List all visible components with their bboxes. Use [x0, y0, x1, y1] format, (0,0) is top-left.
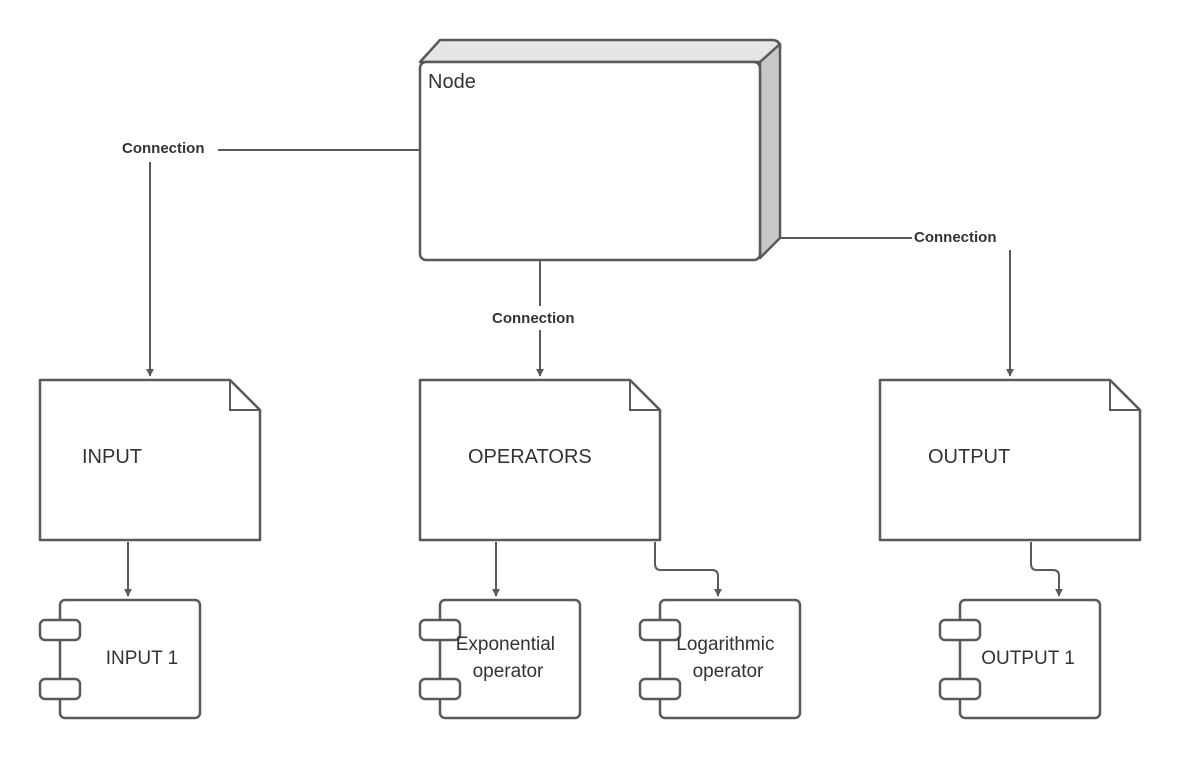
- output-document-label: OUTPUT: [928, 446, 1010, 468]
- component-exponential-line-2: operator: [473, 661, 544, 682]
- node-label: Node: [428, 71, 476, 93]
- component-exponential-operator[interactable]: Exponential operator: [418, 598, 582, 720]
- input-document[interactable]: INPUT: [38, 378, 262, 542]
- component-output1-body: [958, 598, 1102, 720]
- node-top-face: [418, 38, 782, 64]
- component-logarithmic-line-1: Logarithmic: [676, 634, 774, 655]
- component-logarithmic-port-top: [638, 618, 682, 642]
- connection-label-right: Connection: [914, 229, 997, 246]
- input-document-label: INPUT: [82, 446, 142, 468]
- arrow-operators-to-logarithmic[interactable]: [654, 542, 722, 597]
- component-input1[interactable]: INPUT 1: [38, 598, 202, 720]
- node-front-face: [418, 60, 762, 262]
- component-exponential-port-top: [418, 618, 462, 642]
- component-input1-line-1: INPUT 1: [106, 648, 179, 669]
- operators-document[interactable]: OPERATORS: [418, 378, 662, 542]
- component-output1-label: OUTPUT 1: [981, 648, 1075, 669]
- operators-document-shape: [418, 378, 662, 542]
- component-exponential-label: Exponential operator: [456, 634, 561, 682]
- component-output1-line-1: OUTPUT 1: [981, 648, 1075, 669]
- node-box[interactable]: Node: [418, 38, 782, 262]
- output-document[interactable]: OUTPUT: [878, 378, 1142, 542]
- connection-label-left: Connection: [122, 140, 205, 157]
- component-logarithmic-line-2: operator: [693, 661, 764, 682]
- operators-document-fold: [629, 380, 660, 411]
- component-exponential-port-bottom: [418, 677, 462, 701]
- component-input1-port-bottom: [38, 677, 82, 701]
- component-output1-port-bottom: [938, 677, 982, 701]
- connection-label-center: Connection: [492, 310, 575, 327]
- component-logarithmic-port-bottom: [638, 677, 682, 701]
- component-output1[interactable]: OUTPUT 1: [938, 598, 1102, 720]
- component-logarithmic-label: Logarithmic operator: [676, 634, 780, 682]
- component-logarithmic-operator[interactable]: Logarithmic operator: [638, 598, 802, 720]
- node-side-face: [758, 42, 782, 260]
- operators-document-label: OPERATORS: [468, 446, 592, 468]
- component-exponential-body: [438, 598, 582, 720]
- component-output1-port-top: [938, 618, 982, 642]
- output-document-fold: [1109, 380, 1140, 411]
- input-document-fold: [229, 380, 260, 411]
- input-document-shape: [38, 378, 262, 542]
- component-exponential-line-1: Exponential: [456, 634, 555, 655]
- component-input1-label: INPUT 1: [106, 648, 179, 669]
- output-document-shape: [878, 378, 1142, 542]
- component-input1-body: [58, 598, 202, 720]
- component-input1-port-top: [38, 618, 82, 642]
- component-logarithmic-body: [658, 598, 802, 720]
- arrow-output-to-output1[interactable]: [1030, 542, 1063, 597]
